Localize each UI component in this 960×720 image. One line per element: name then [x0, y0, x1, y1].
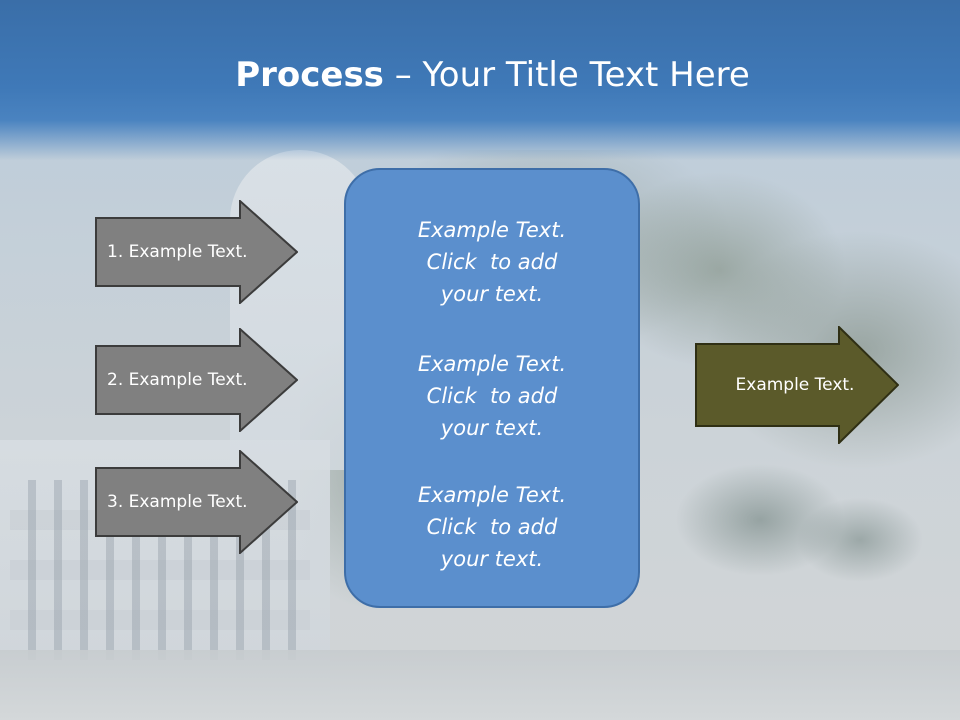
paragraph-line: your text. [440, 547, 544, 571]
slide-title[interactable]: Process – Your Title Text Here [0, 52, 960, 98]
center-text-box[interactable]: Example Text. Click to add your text. Ex… [344, 168, 640, 608]
paragraph-line: your text. [440, 416, 544, 440]
center-paragraph-2: Example Text. Click to add your text. [346, 348, 638, 444]
paragraph-line: Example Text. [417, 352, 567, 376]
arrow-right-shape-icon [95, 450, 298, 554]
title-band [0, 0, 960, 160]
left-arrow-2-label: 2. Example Text. [107, 370, 248, 390]
center-paragraph-3: Example Text. Click to add your text. [346, 479, 638, 575]
left-arrow-2[interactable]: 2. Example Text. [95, 328, 298, 432]
title-bold: Process [235, 55, 384, 95]
left-arrow-3[interactable]: 3. Example Text. [95, 450, 298, 554]
background-statue [640, 420, 940, 620]
arrow-right-shape-icon [95, 328, 298, 432]
right-arrow-label: Example Text. [735, 375, 855, 395]
paragraph-line: your text. [440, 282, 544, 306]
paragraph-line: Click to add [426, 515, 558, 539]
title-rest: – Your Title Text Here [383, 55, 750, 95]
left-arrow-3-label: 3. Example Text. [107, 492, 248, 512]
paragraph-line: Click to add [426, 384, 558, 408]
left-arrow-1[interactable]: 1. Example Text. [95, 200, 298, 304]
paragraph-line: Example Text. [417, 483, 567, 507]
arrow-right-shape-icon [695, 326, 899, 444]
left-arrow-1-label: 1. Example Text. [107, 242, 248, 262]
right-arrow[interactable]: Example Text. [695, 326, 899, 444]
paragraph-line: Example Text. [417, 218, 567, 242]
center-paragraph-1: Example Text. Click to add your text. [346, 214, 638, 310]
background-ground [0, 650, 960, 720]
paragraph-line: Click to add [426, 250, 558, 274]
arrow-right-shape-icon [95, 200, 298, 304]
